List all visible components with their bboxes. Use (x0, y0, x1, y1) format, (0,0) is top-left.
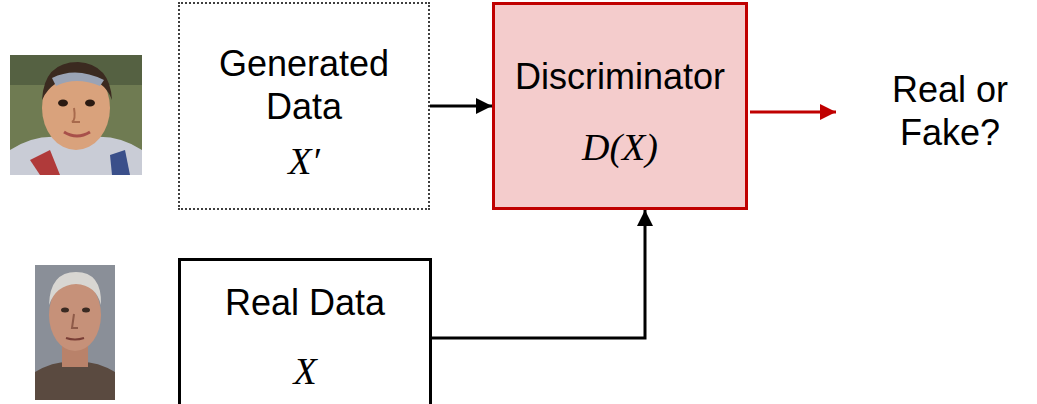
discriminator-box: DiscriminatorD(X) (492, 2, 748, 210)
connector-arrow (432, 210, 645, 338)
man-face-photo (35, 265, 115, 400)
variable-symbol: X′ (288, 140, 320, 183)
real-data-box: Real DataX (178, 258, 432, 404)
variable-symbol: X (293, 350, 316, 393)
variable-symbol: D(X) (582, 126, 658, 169)
box-title: Generated Data (204, 42, 404, 128)
output-label: Real or Fake? (860, 68, 1037, 154)
box-title: Discriminator (515, 55, 725, 98)
generated-data-box: Generated DataX′ (178, 2, 430, 210)
child-face-photo (10, 55, 142, 175)
box-title: Real Data (225, 281, 385, 324)
output-arrow (750, 111, 836, 114)
connector-arrow (430, 105, 492, 108)
